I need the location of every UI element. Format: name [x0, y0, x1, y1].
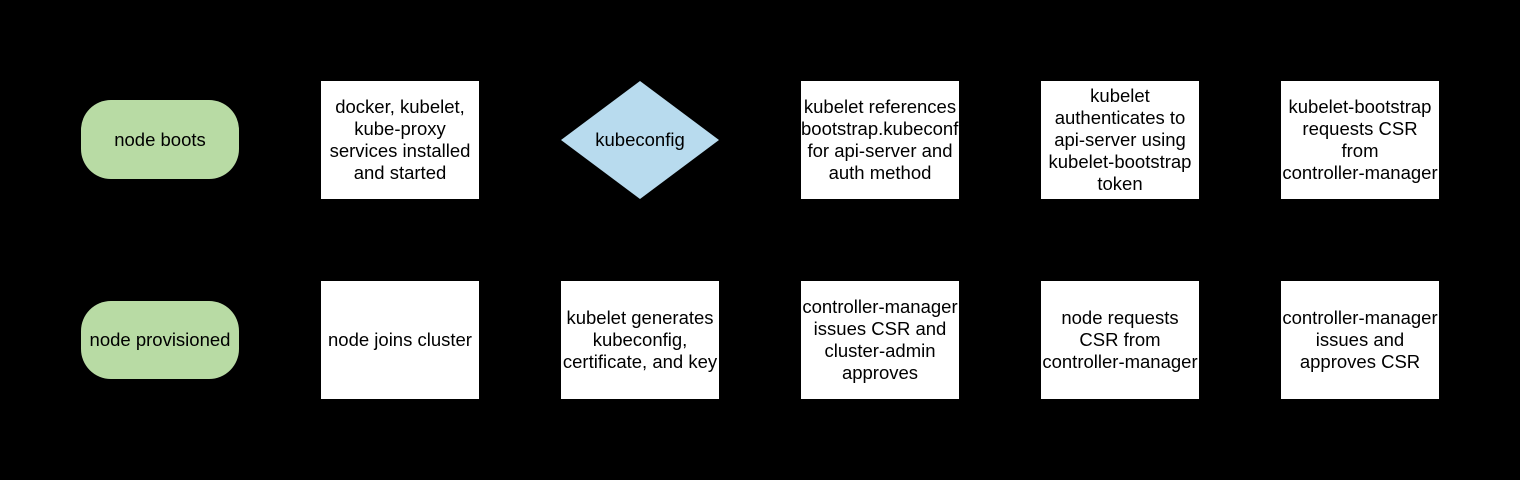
node-label: node requests CSR from controller-manage… — [1042, 307, 1198, 372]
node-label: kubelet authenticates to api-server usin… — [1048, 85, 1192, 194]
process-kubelet-references-bootstrap-kubeconfig: kubelet references bootstrap.kubeconfig … — [801, 81, 959, 199]
node-label: kubelet-bootstrap requests CSR from cont… — [1282, 96, 1438, 183]
process-node-joins-cluster: node joins cluster — [321, 281, 479, 399]
node-label: kubeconfig — [595, 129, 685, 150]
terminal-node-boots: node boots — [81, 100, 239, 179]
process-controller-manager-issues-approves-csr: controller-manager issues and approves C… — [1281, 281, 1439, 399]
node-label: kubelet generates kubeconfig, certificat… — [562, 307, 718, 372]
node-label: controller-manager issues and approves C… — [1282, 307, 1438, 372]
diamond-shape — [561, 81, 719, 199]
node-label: node boots — [114, 128, 206, 150]
process-controller-manager-issues-csr: controller-manager issues CSR and cluste… — [801, 281, 959, 399]
node-label: controller-manager issues CSR and cluste… — [802, 296, 958, 383]
node-label: node provisioned — [89, 329, 231, 350]
process-kubelet-authenticates: kubelet authenticates to api-server usin… — [1041, 81, 1199, 199]
node-label: node joins cluster — [328, 329, 472, 350]
process-kubelet-generates-kubeconfig: kubelet generates kubeconfig, certificat… — [561, 281, 719, 399]
process-services-installed: docker, kubelet, kube-proxy services ins… — [321, 81, 479, 199]
node-label: docker, kubelet, kube-proxy services ins… — [329, 96, 471, 183]
process-node-requests-csr: node requests CSR from controller-manage… — [1041, 281, 1199, 399]
process-kubelet-bootstrap-requests-csr: kubelet-bootstrap requests CSR from cont… — [1281, 81, 1439, 199]
terminal-node-provisioned: node provisioned — [81, 301, 239, 379]
node-label: kubelet references bootstrap.kubeconfig … — [801, 96, 959, 183]
decision-kubeconfig: kubeconfig — [561, 81, 719, 199]
